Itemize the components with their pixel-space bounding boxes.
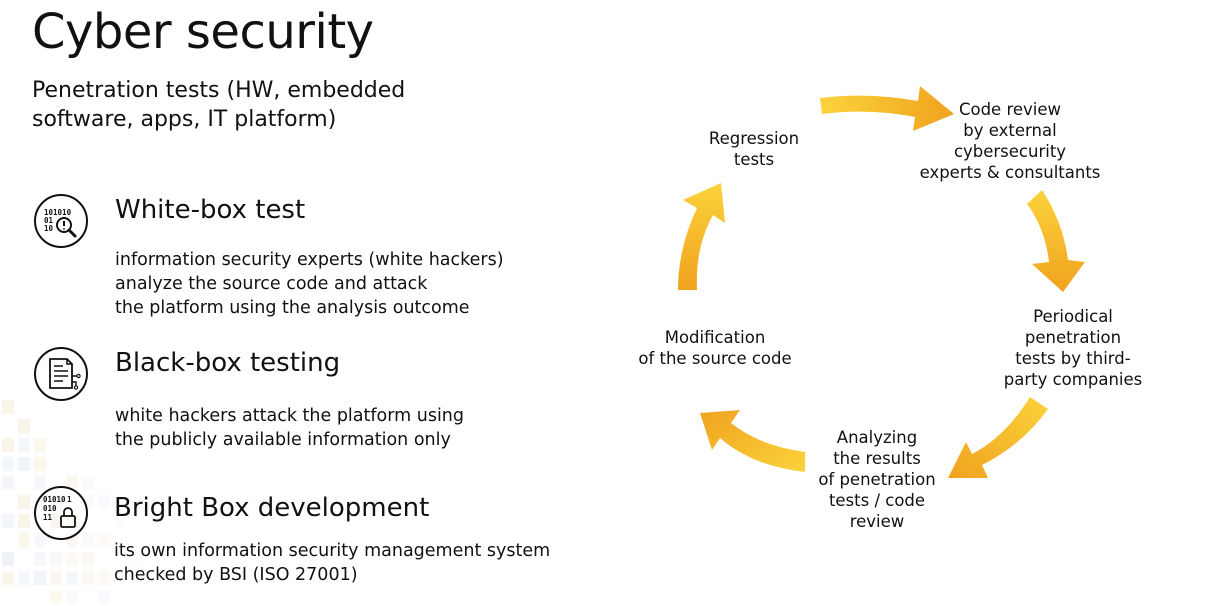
background-tile xyxy=(2,552,14,566)
svg-text:101010: 101010 xyxy=(44,208,72,217)
background-tile xyxy=(114,571,126,585)
svg-text:10: 10 xyxy=(44,224,54,233)
background-tile xyxy=(66,571,78,585)
cycle-arrow xyxy=(948,397,1048,478)
method-title: Black-box testing xyxy=(115,348,341,378)
step-line: review xyxy=(849,512,905,531)
page-title: Cyber security xyxy=(32,4,374,60)
background-tile xyxy=(114,514,126,528)
background-tile xyxy=(66,533,78,547)
background-tile xyxy=(18,533,30,547)
cycle-arrow xyxy=(678,183,725,290)
cycle-arrow xyxy=(1027,190,1085,292)
description-line: information security experts (white hack… xyxy=(115,250,504,270)
description-line: white hackers attack the platform using xyxy=(115,406,465,426)
svg-text:010: 010 xyxy=(43,504,57,513)
description-line: the publicly available information only xyxy=(115,430,451,450)
step-line: tests / code xyxy=(828,491,926,510)
step-periodical-tests: Periodical penetration tests by third- p… xyxy=(988,306,1158,390)
svg-text:11: 11 xyxy=(43,513,53,522)
background-tile xyxy=(82,571,94,585)
step-line: cybersecurity xyxy=(953,142,1067,161)
binary-magnifier-icon: 101010 01 10 xyxy=(34,194,88,248)
background-tile xyxy=(34,438,46,452)
background-tile xyxy=(130,552,142,566)
method-description: its own information security management … xyxy=(114,539,584,587)
svg-text:1: 1 xyxy=(67,495,72,504)
background-tile xyxy=(50,495,62,509)
background-tile xyxy=(66,476,78,490)
method-description: information security experts (white hack… xyxy=(115,248,585,320)
background-tile xyxy=(34,533,46,547)
background-tile xyxy=(34,457,46,471)
step-line: Modification xyxy=(664,328,766,347)
background-tile xyxy=(82,552,94,566)
cycle-arrow xyxy=(700,410,805,472)
background-tile xyxy=(2,476,14,490)
cycle-arrow xyxy=(820,86,954,131)
step-line: the results xyxy=(833,449,921,468)
background-tile xyxy=(18,571,30,585)
background-tile xyxy=(50,514,62,528)
step-line: penetration xyxy=(1024,328,1122,347)
step-regression-tests: Regression tests xyxy=(694,128,814,170)
background-tile xyxy=(82,533,94,547)
step-line: of penetration xyxy=(818,470,936,489)
background-tile xyxy=(66,590,78,604)
background-tile xyxy=(98,571,110,585)
method-title: Bright Box development xyxy=(114,493,430,523)
svg-text:01: 01 xyxy=(44,216,54,225)
background-tile xyxy=(2,571,14,585)
background-tile xyxy=(2,514,14,528)
step-code-review: Code review by external cybersecurity ex… xyxy=(900,99,1120,183)
background-tile xyxy=(50,552,62,566)
method-title: White-box test xyxy=(115,195,306,225)
background-tile xyxy=(2,438,14,452)
document-circuit-icon xyxy=(34,347,88,401)
background-tile xyxy=(2,457,14,471)
step-line: tests by third- xyxy=(1015,349,1131,368)
description-line: the platform using the analysis outcome xyxy=(115,298,470,318)
step-line: party companies xyxy=(1003,370,1143,389)
background-tile xyxy=(82,476,94,490)
background-tile xyxy=(66,552,78,566)
background-tile xyxy=(130,571,142,585)
background-tile xyxy=(18,495,30,509)
background-tile xyxy=(18,419,30,433)
step-line: Regression xyxy=(708,129,800,148)
background-tile xyxy=(50,590,62,604)
step-line: experts & consultants xyxy=(919,163,1101,182)
step-analyzing-results: Analyzing the results of penetration tes… xyxy=(802,427,952,532)
svg-text:01010: 01010 xyxy=(43,495,66,504)
step-line: Periodical xyxy=(1033,307,1113,326)
step-modification: Modification of the source code xyxy=(625,327,805,369)
background-tile xyxy=(98,495,110,509)
binary-lock-icon: 01010 010 11 1 xyxy=(34,486,88,540)
description-line: analyze the source code and attack xyxy=(115,274,428,294)
background-tile xyxy=(2,400,14,414)
step-line: tests xyxy=(733,150,775,169)
step-line: of the source code xyxy=(638,349,792,368)
background-tile xyxy=(34,571,46,585)
background-tile xyxy=(34,476,46,490)
step-line: by external xyxy=(963,121,1057,140)
step-line: Code review xyxy=(958,100,1062,119)
background-tile xyxy=(98,533,110,547)
background-tile xyxy=(50,571,62,585)
background-tile xyxy=(18,457,30,471)
description-line: checked by BSI (ISO 27001) xyxy=(114,565,358,585)
step-line: Analyzing xyxy=(836,428,918,447)
background-tile xyxy=(18,514,30,528)
background-tile xyxy=(34,552,46,566)
page-subtitle: Penetration tests (HW, embedded software… xyxy=(32,78,406,132)
description-line: its own information security management … xyxy=(114,541,551,561)
background-tile xyxy=(98,590,110,604)
method-description: white hackers attack the platform using … xyxy=(115,404,585,452)
background-tile xyxy=(18,438,30,452)
